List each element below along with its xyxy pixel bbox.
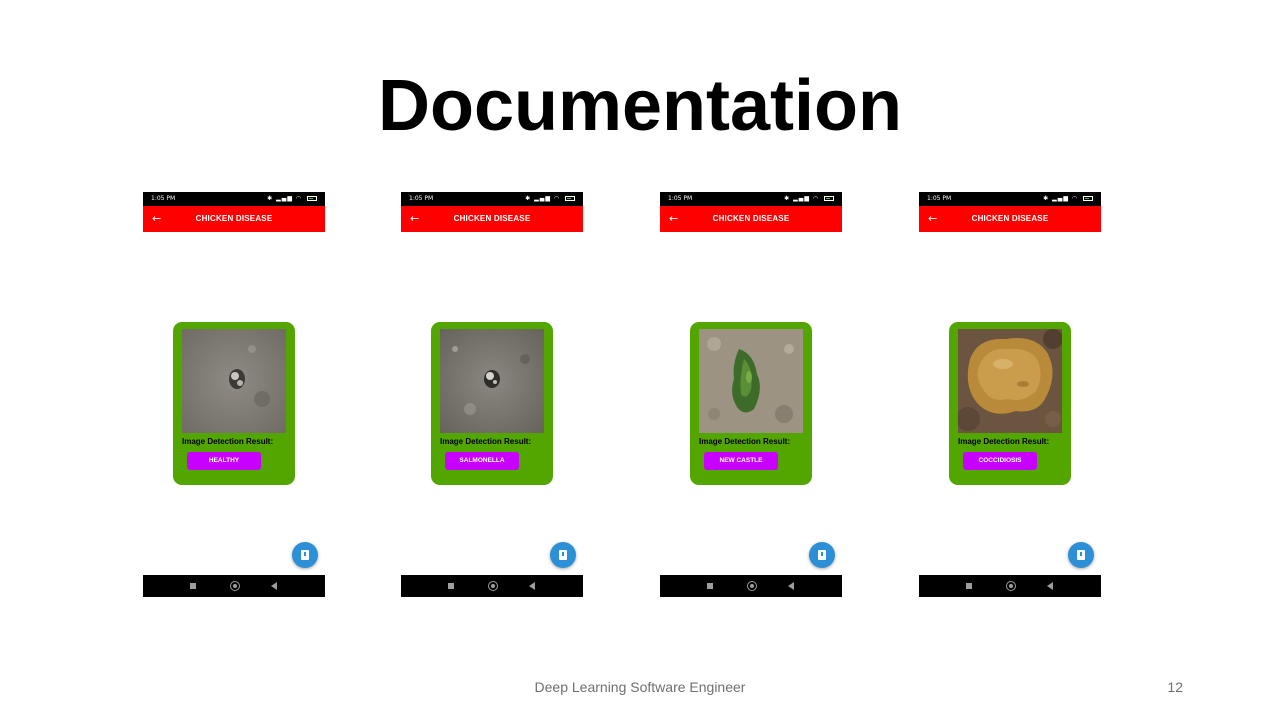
result-button[interactable]: NEW CASTLE	[704, 452, 778, 470]
navigation-bar	[660, 575, 842, 597]
sim-card-icon	[818, 550, 826, 560]
slide-title: Documentation	[377, 66, 902, 146]
app-bar: ← CHICKEN DISEASE	[919, 206, 1101, 232]
sim-card-icon	[559, 550, 567, 560]
recent-apps-icon[interactable]	[190, 583, 196, 589]
back-triangle-icon[interactable]	[271, 582, 277, 590]
phone-screenshot: 1:05 PM ✱ ▂▄▆ ◠ ← CHICKEN DISEASE I	[660, 192, 842, 597]
navigation-bar	[143, 575, 325, 597]
app-title: CHICKEN DISEASE	[195, 214, 273, 223]
home-icon[interactable]	[230, 581, 240, 591]
chicken-droppings-photo	[958, 329, 1062, 433]
result-button[interactable]: SALMONELLA	[445, 452, 519, 470]
recent-apps-icon[interactable]	[707, 583, 713, 589]
arrow-left-icon[interactable]: ←	[669, 212, 679, 225]
app-bar: ← CHICKEN DISEASE	[143, 206, 325, 232]
result-card: Image Detection Result: HEALTHY	[173, 322, 295, 485]
app-title: CHICKEN DISEASE	[712, 214, 790, 223]
phone-screenshot: 1:05 PM ✱ ▂▄▆ ◠ ← CHICKEN DISEASE	[143, 192, 325, 597]
chicken-droppings-photo	[182, 329, 286, 433]
phone-screenshot: 1:05 PM ✱ ▂▄▆ ◠ ← CHICKEN DISEASE I	[919, 192, 1101, 597]
result-card: Image Detection Result: SALMONELLA	[431, 322, 553, 485]
back-triangle-icon[interactable]	[788, 582, 794, 590]
battery-icon	[1083, 196, 1093, 201]
app-bar: ← CHICKEN DISEASE	[401, 206, 583, 232]
status-time: 1:05 PM	[409, 195, 434, 202]
app-title: CHICKEN DISEASE	[453, 214, 531, 223]
chicken-droppings-photo	[699, 329, 803, 433]
battery-icon	[307, 196, 317, 201]
battery-icon	[565, 196, 575, 201]
recent-apps-icon[interactable]	[966, 583, 972, 589]
home-icon[interactable]	[747, 581, 757, 591]
status-bar: 1:05 PM ✱ ▂▄▆ ◠	[660, 192, 842, 206]
battery-icon	[824, 196, 834, 201]
fab-button[interactable]	[550, 542, 576, 568]
result-label: Image Detection Result:	[958, 437, 1050, 446]
status-icons: ✱ ▂▄▆ ◠	[267, 192, 317, 206]
status-time: 1:05 PM	[668, 195, 693, 202]
status-icons: ✱ ▂▄▆ ◠	[784, 192, 834, 206]
home-icon[interactable]	[1006, 581, 1016, 591]
sim-card-icon	[301, 550, 309, 560]
result-label: Image Detection Result:	[182, 437, 274, 446]
result-label: Image Detection Result:	[440, 437, 532, 446]
fab-button[interactable]	[1068, 542, 1094, 568]
result-card: Image Detection Result: NEW CASTLE	[690, 322, 812, 485]
navigation-bar	[919, 575, 1101, 597]
phone-screenshot: 1:05 PM ✱ ▂▄▆ ◠ ← CHICKEN DISEASE	[401, 192, 583, 597]
arrow-left-icon[interactable]: ←	[928, 212, 938, 225]
fab-button[interactable]	[809, 542, 835, 568]
status-time: 1:05 PM	[927, 195, 952, 202]
arrow-left-icon[interactable]: ←	[410, 212, 420, 225]
status-bar: 1:05 PM ✱ ▂▄▆ ◠	[401, 192, 583, 206]
result-card: Image Detection Result: COCCIDIOSIS	[949, 322, 1071, 485]
app-bar: ← CHICKEN DISEASE	[660, 206, 842, 232]
arrow-left-icon[interactable]: ←	[152, 212, 162, 225]
sim-card-icon	[1077, 550, 1085, 560]
back-triangle-icon[interactable]	[1047, 582, 1053, 590]
status-bar: 1:05 PM ✱ ▂▄▆ ◠	[919, 192, 1101, 206]
slide-footer: Deep Learning Software Engineer	[534, 679, 746, 695]
navigation-bar	[401, 575, 583, 597]
back-triangle-icon[interactable]	[529, 582, 535, 590]
result-label: Image Detection Result:	[699, 437, 791, 446]
chicken-droppings-photo	[440, 329, 544, 433]
status-icons: ✱ ▂▄▆ ◠	[1043, 192, 1093, 206]
recent-apps-icon[interactable]	[448, 583, 454, 589]
result-button[interactable]: HEALTHY	[187, 452, 261, 470]
status-icons: ✱ ▂▄▆ ◠	[525, 192, 575, 206]
fab-button[interactable]	[292, 542, 318, 568]
result-button[interactable]: COCCIDIOSIS	[963, 452, 1037, 470]
home-icon[interactable]	[488, 581, 498, 591]
app-title: CHICKEN DISEASE	[971, 214, 1049, 223]
status-bar: 1:05 PM ✱ ▂▄▆ ◠	[143, 192, 325, 206]
slide-number: 12	[1167, 679, 1183, 695]
status-time: 1:05 PM	[151, 195, 176, 202]
